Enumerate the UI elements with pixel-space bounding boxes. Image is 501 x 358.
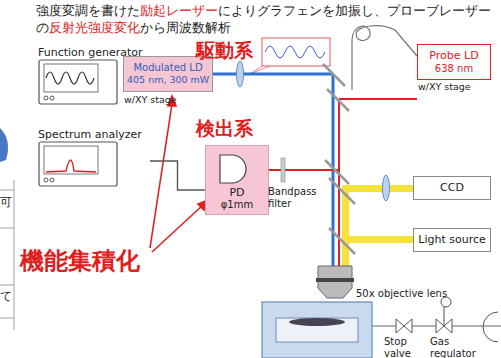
device-box: Probe LD638 nm [417, 44, 491, 80]
edge-fragment: て [0, 290, 12, 304]
gas-cylinder [483, 312, 498, 342]
device-name: PD [206, 186, 268, 199]
detection-beam [262, 169, 339, 171]
left-edge-fragment [0, 180, 14, 330]
stage-note: w/XY stage [418, 82, 471, 93]
section-label: 駆動系 [196, 40, 253, 62]
device-spec: φ1mm [206, 199, 268, 211]
stage-note: w/XY stage [124, 95, 177, 106]
component-label: 50x objective lens [356, 288, 447, 300]
device-name: Modulated LD [127, 62, 209, 75]
component-label: Bandpass filter [268, 186, 318, 209]
mirror [323, 64, 355, 254]
section-label: 機能集積化 [20, 248, 140, 276]
lens [383, 175, 390, 201]
stop-valve [396, 319, 412, 333]
waveform-inset [262, 38, 330, 66]
component-label: Gas regulator [430, 336, 482, 358]
cable [150, 161, 205, 190]
device-box: Modulated LD405 nm, 300 mW [123, 56, 213, 92]
device-name: Light source [417, 233, 487, 247]
section-label: 検出系 [196, 118, 253, 140]
instrument-name: Spectrum analyzer [38, 128, 150, 141]
component-label: Stop valve [384, 336, 420, 358]
vacuum-chamber [262, 302, 372, 358]
monitor-icon [38, 141, 118, 189]
pd-symbol [206, 152, 262, 186]
left-edge-shape [0, 128, 8, 162]
monitor-icon [38, 59, 118, 107]
edge-fragment: 可 [0, 196, 12, 210]
device-spec: 638 nm [421, 63, 487, 76]
device-spec: 405 nm, 300 mW [127, 74, 209, 86]
bandpass-filter [281, 158, 285, 182]
device-box: Light source [413, 228, 491, 252]
waveform [265, 46, 325, 58]
optical-fiber [352, 26, 417, 90]
title-text: 強度変調を書けた励起レーザーによりグラフェンを加振し、プローブレーザーの反射光強… [36, 2, 498, 36]
lens [237, 61, 244, 87]
probe-beam [339, 98, 417, 100]
graphene-sample [289, 318, 345, 326]
excitation-beam [207, 73, 333, 76]
device-box: CCD [413, 176, 491, 200]
device-name: Probe LD [421, 49, 487, 63]
photodetector: PDφ1mm [205, 145, 269, 215]
instrument: Spectrum analyzer [38, 128, 150, 194]
device-name: CCD [417, 181, 487, 195]
